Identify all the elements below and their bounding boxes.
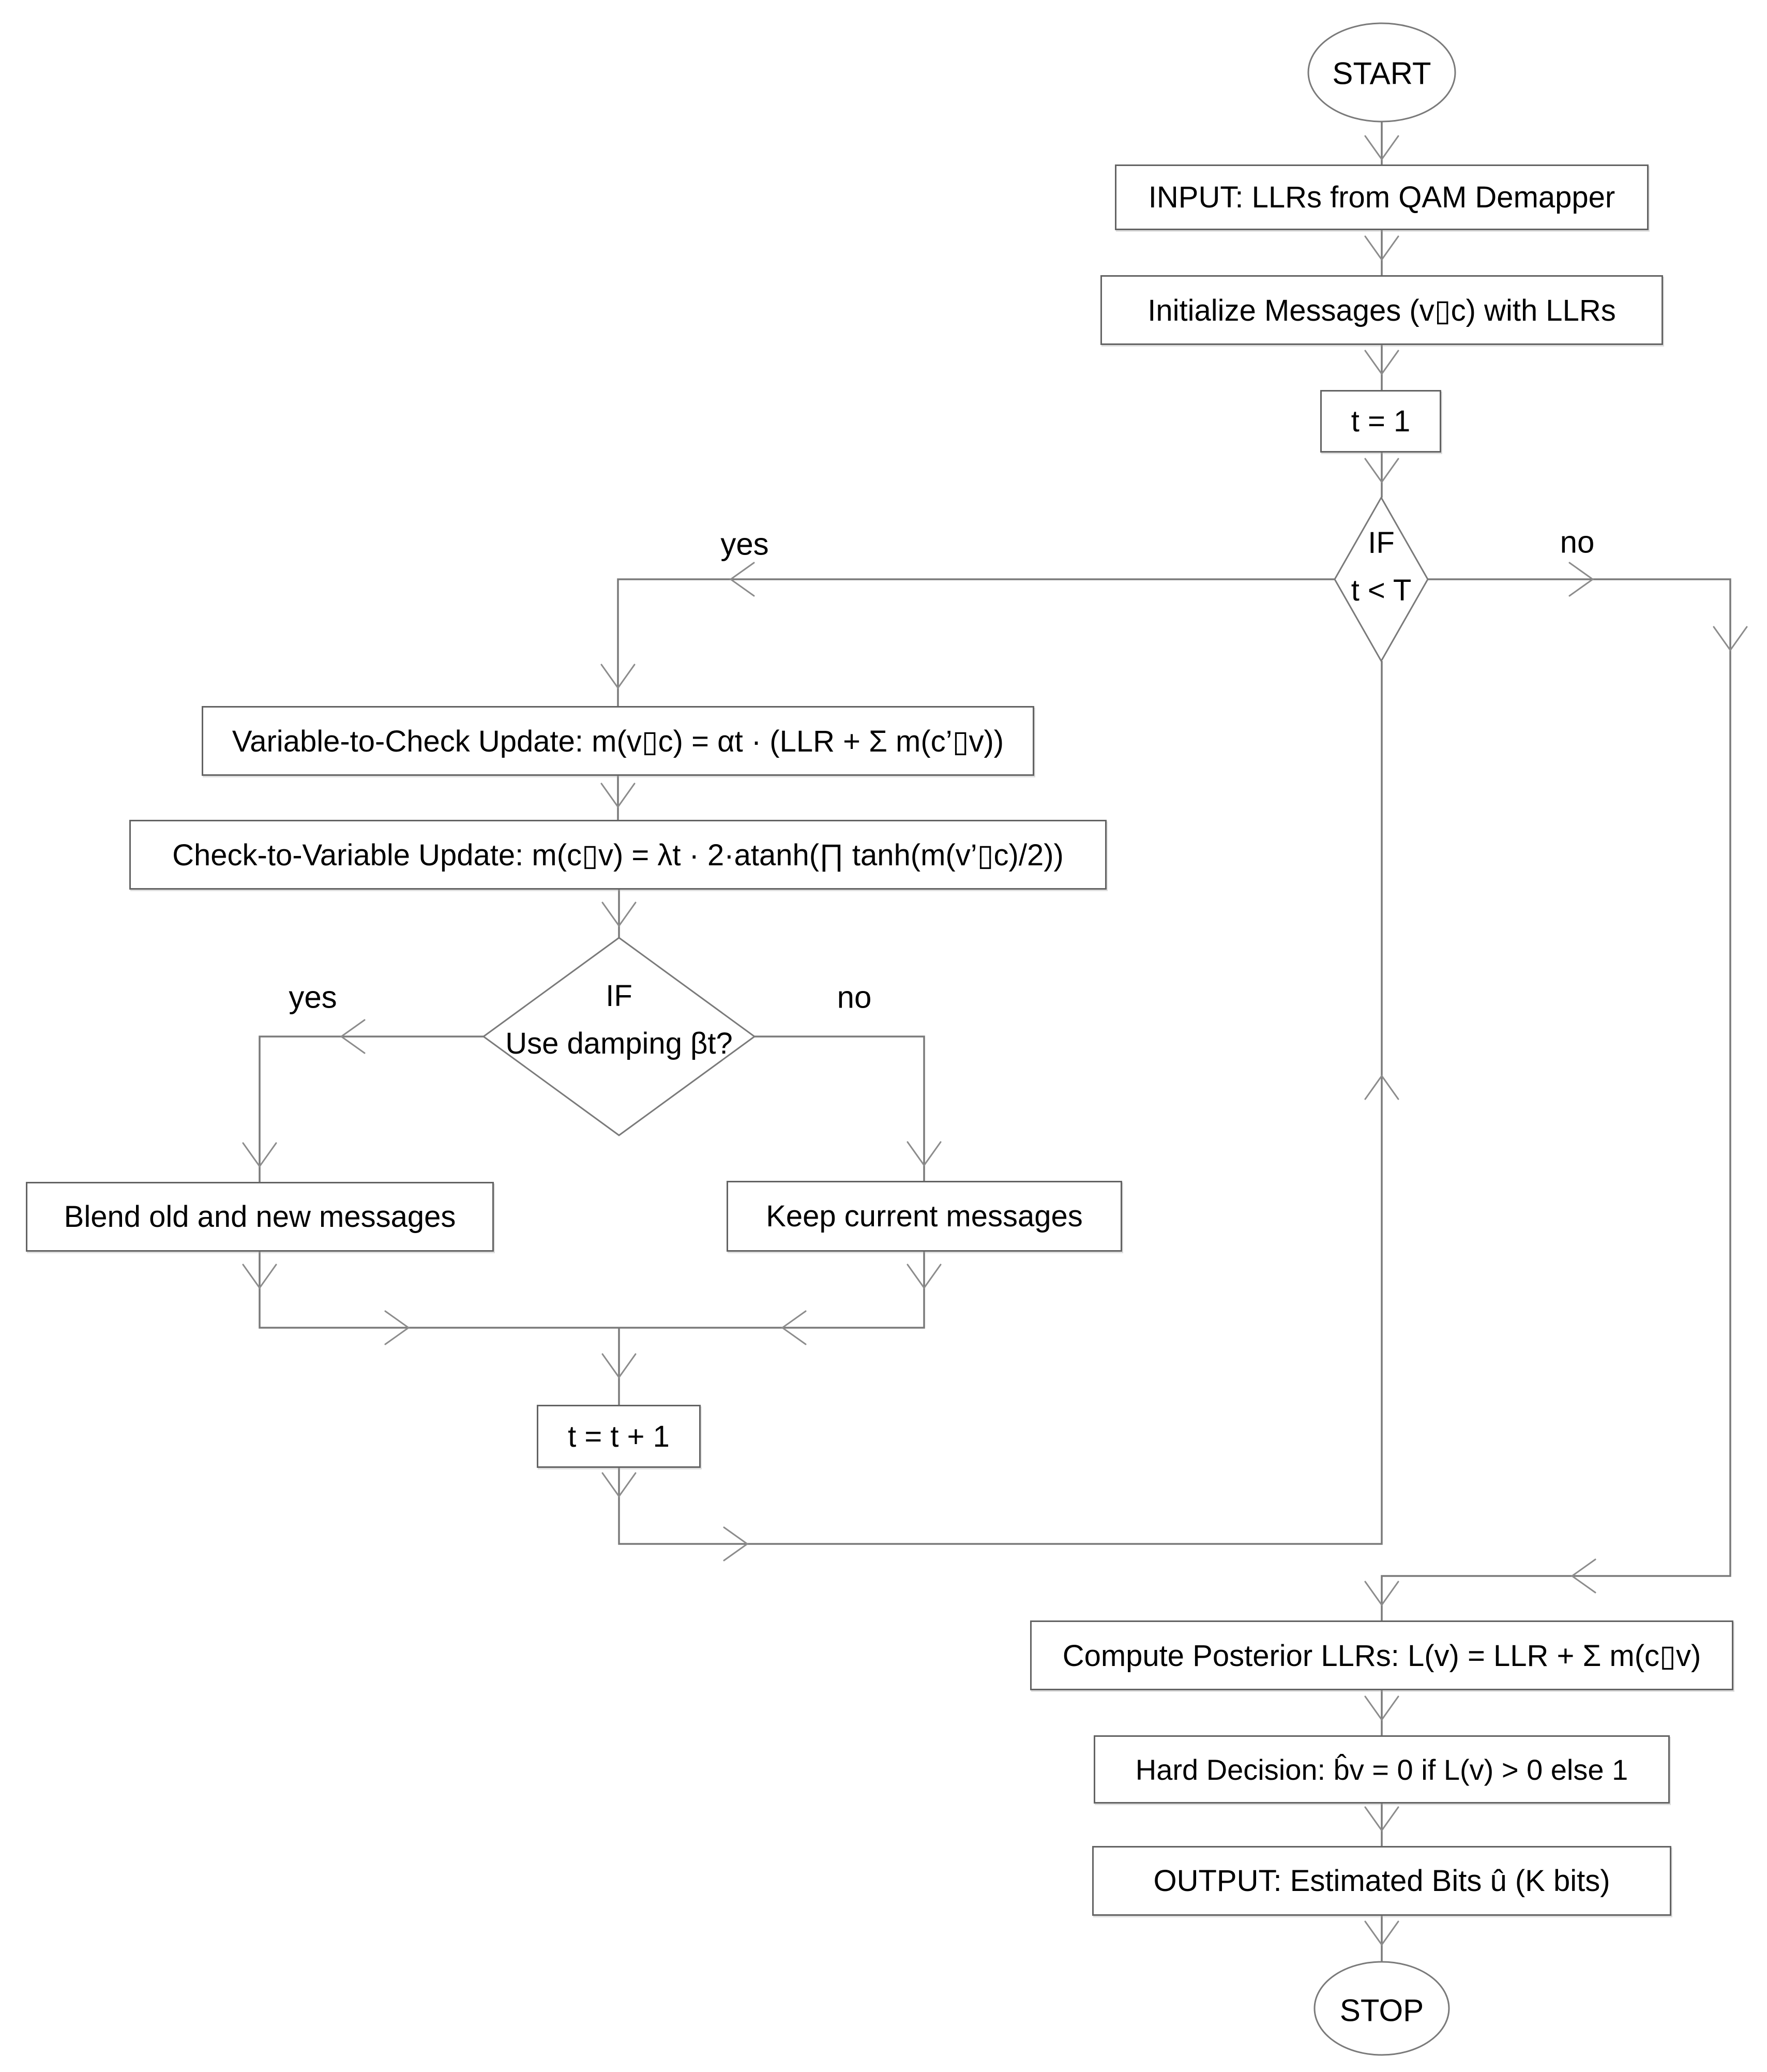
arrowhead-below-blend	[242, 1264, 277, 1289]
arrowhead-into-decision-iteration	[1364, 458, 1399, 484]
t-increment-box: t = t + 1	[537, 1405, 701, 1468]
variable-to-check-box: Variable-to-Check Update: m(v▯c) = αt · …	[202, 706, 1034, 776]
stop-label: STOP	[1339, 1993, 1424, 2028]
arrowhead-into-output	[1364, 1806, 1399, 1832]
arrowhead-into-init	[1364, 235, 1399, 261]
decision-damping-label: IF Use damping βt?	[505, 972, 733, 1068]
arrowhead-into-t1	[1364, 350, 1399, 376]
edge-damping-no	[754, 1035, 925, 1181]
arrowhead-damping-yes-horizontal	[340, 1019, 366, 1054]
output-box: OUTPUT: Estimated Bits û (K bits)	[1092, 1846, 1671, 1916]
arrowhead-into-input	[1364, 135, 1399, 161]
arrowhead-iteration-no-horizontal	[1568, 562, 1594, 597]
keep-messages-box: Keep current messages	[727, 1181, 1122, 1252]
arrowhead-into-keep	[907, 1141, 942, 1167]
edge-tinc-loopback	[618, 661, 1383, 1545]
decision-damping-line1: IF	[606, 979, 632, 1013]
arrowhead-below-tinc	[601, 1472, 637, 1498]
init-messages-box: Initialize Messages (v▯c) with LLRs	[1100, 275, 1663, 345]
arrowhead-into-tinc	[601, 1353, 637, 1379]
arrowhead-no-branch-down	[1713, 626, 1748, 652]
edge-damping-yes	[259, 1035, 484, 1182]
damping-yes-label: yes	[289, 980, 337, 1015]
start-label: START	[1332, 56, 1431, 91]
input-box: INPUT: LLRs from QAM Demapper	[1115, 164, 1649, 230]
arrowhead-no-branch-return	[1570, 1558, 1596, 1594]
arrowhead-merge-from-keep	[781, 1310, 807, 1345]
arrowhead-into-c2v	[600, 783, 636, 808]
arrowhead-loopback-upward	[1364, 1074, 1399, 1100]
decision-iteration-line1: IF	[1368, 526, 1395, 560]
decision-iteration-label: IF t < T	[1351, 519, 1412, 614]
arrowhead-into-hard	[1364, 1695, 1399, 1721]
check-to-variable-box: Check-to-Variable Update: m(c▯v) = λt · …	[129, 820, 1107, 890]
arrowhead-merge-from-blend	[384, 1310, 410, 1345]
arrowhead-iteration-yes-horizontal	[729, 562, 755, 597]
arrowhead-into-stop	[1364, 1920, 1399, 1946]
edge-iteration-yes	[617, 578, 1335, 706]
hard-decision-box: Hard Decision: b̂v = 0 if L(v) > 0 else …	[1094, 1735, 1670, 1804]
arrowhead-into-v2c	[600, 664, 636, 689]
arrowhead-into-decision-damping	[601, 902, 637, 927]
arrowhead-below-keep	[907, 1264, 942, 1289]
arrowhead-into-blend	[242, 1142, 277, 1168]
decision-damping-line2: Use damping βt?	[505, 1027, 733, 1060]
damping-no-label: no	[837, 980, 872, 1015]
iteration-yes-label: yes	[720, 527, 769, 562]
arrowhead-loopback-horizontal	[723, 1526, 749, 1561]
edge-keep-to-merge	[619, 1252, 925, 1329]
iteration-no-label: no	[1560, 524, 1595, 560]
t-equals-1-box: t = 1	[1320, 390, 1441, 453]
edge-blend-to-merge	[259, 1252, 619, 1329]
arrowhead-into-posterior	[1364, 1581, 1399, 1606]
posterior-llr-box: Compute Posterior LLRs: L(v) = LLR + Σ m…	[1030, 1620, 1733, 1690]
decision-damping-diamond	[482, 937, 756, 1136]
blend-messages-box: Blend old and new messages	[26, 1182, 494, 1252]
edge-iteration-no	[1381, 578, 1731, 1620]
decision-iteration-line2: t < T	[1351, 574, 1412, 607]
